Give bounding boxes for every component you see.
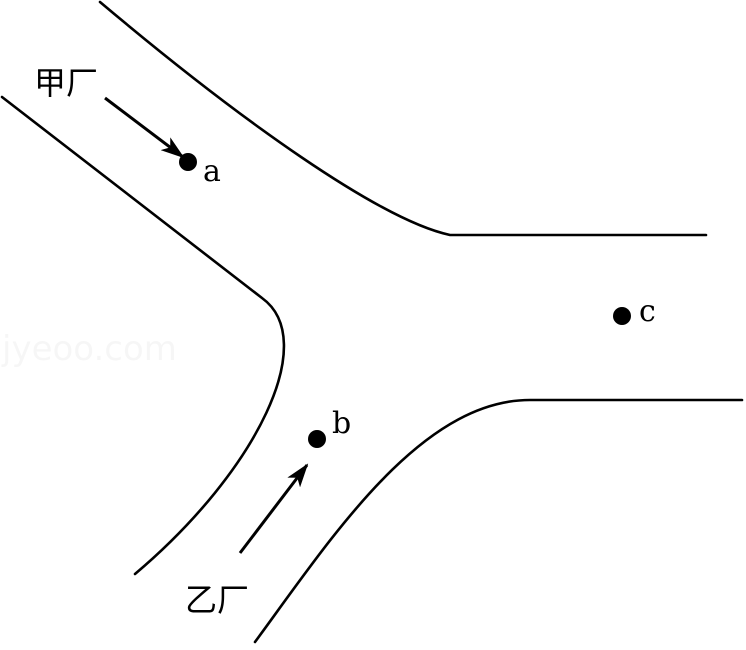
- sampling-point-b-label: b: [332, 406, 351, 441]
- tributary-junction-inner-bank: [0, 95, 286, 576]
- sampling-point-a-marker: [179, 153, 197, 171]
- lower-tributary-outer-bank: [253, 398, 744, 644]
- factory-jia-label: 甲厂: [34, 64, 98, 102]
- watermark-text: jyeoo.com: [1, 329, 177, 369]
- upper-tributary-outer-bank: [98, 0, 708, 237]
- sampling-point-a-label: a: [203, 154, 221, 189]
- sampling-point-c-label: c: [639, 294, 656, 329]
- sampling-point-b-marker: [308, 430, 326, 448]
- factory-yi-outflow-arrow: [238, 463, 309, 554]
- factory-yi-label: 乙厂: [185, 581, 249, 619]
- factory-jia-outflow-arrow: [104, 96, 185, 159]
- sampling-point-c-marker: [613, 307, 631, 325]
